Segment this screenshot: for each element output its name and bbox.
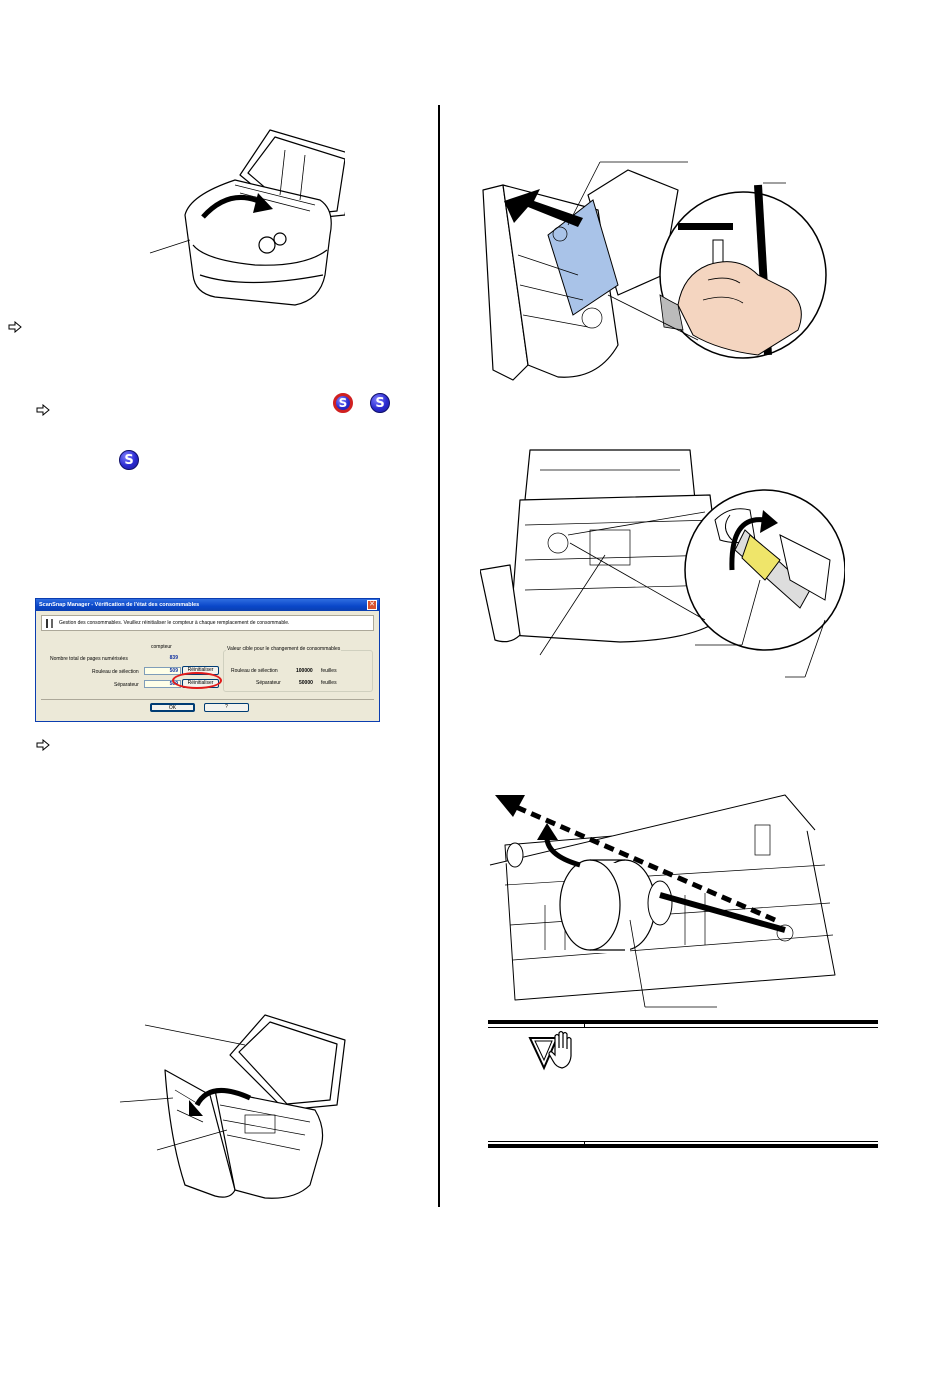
target-pick-label: Rouleau de sélection (231, 668, 278, 674)
counter-label: compteur (151, 644, 172, 650)
roller-bushing-illustration (480, 449, 845, 678)
target-pick-unit: feuilles (321, 668, 337, 674)
scanner-open-illustration (119, 1014, 346, 1199)
caution-top-bar (488, 1020, 878, 1024)
caution-divider (584, 1141, 585, 1148)
ok-button[interactable]: OK (150, 703, 195, 712)
pick-roller-label: Rouleau de sélection (92, 669, 139, 675)
scansnap-icon: S (370, 393, 390, 413)
caution-top-line (488, 1027, 878, 1028)
step-arrow-icon (36, 404, 50, 416)
sheet-guide-removal-illustration (482, 161, 827, 381)
dialog-separator (41, 699, 374, 700)
total-pages-value: 839 (144, 654, 181, 662)
column-divider (438, 105, 440, 1207)
dialog-title: ScanSnap Manager - Vérification de l'éta… (36, 599, 379, 611)
caution-bottom-line (488, 1141, 878, 1142)
target-sep-unit: feuilles (321, 680, 337, 686)
scansnap-warning-icon: S (333, 393, 353, 413)
separator-label: Séparateur (114, 682, 139, 688)
close-icon[interactable]: ✕ (367, 600, 377, 610)
target-group-label: Valeur cible pour le changement de conso… (226, 646, 342, 652)
tools-icon (46, 619, 53, 628)
dialog-header-text: Gestion des consommables. Veuillez réini… (59, 620, 290, 626)
pick-roller-removal-illustration (489, 794, 836, 1008)
consumables-dialog: ScanSnap Manager - Vérification de l'éta… (35, 598, 380, 722)
total-pages-label: Nombre total de pages numérisées (50, 656, 128, 662)
attention-hand-icon (528, 1030, 572, 1071)
target-sep-label: Séparateur (256, 680, 281, 686)
step-arrow-icon (36, 739, 50, 751)
reset-highlight-circle (172, 672, 222, 689)
help-button[interactable]: ? (204, 703, 249, 712)
pick-roller-value: 509 (144, 667, 181, 675)
scanner-closed-illustration (149, 129, 345, 306)
scansnap-icon: S (119, 450, 139, 470)
target-sep-value: 50000 (299, 680, 313, 686)
step-arrow-icon (8, 321, 22, 333)
caution-bottom-bar (488, 1144, 878, 1148)
caution-divider (584, 1020, 585, 1028)
target-pick-value: 100000 (296, 668, 313, 674)
dialog-header: Gestion des consommables. Veuillez réini… (41, 615, 374, 631)
